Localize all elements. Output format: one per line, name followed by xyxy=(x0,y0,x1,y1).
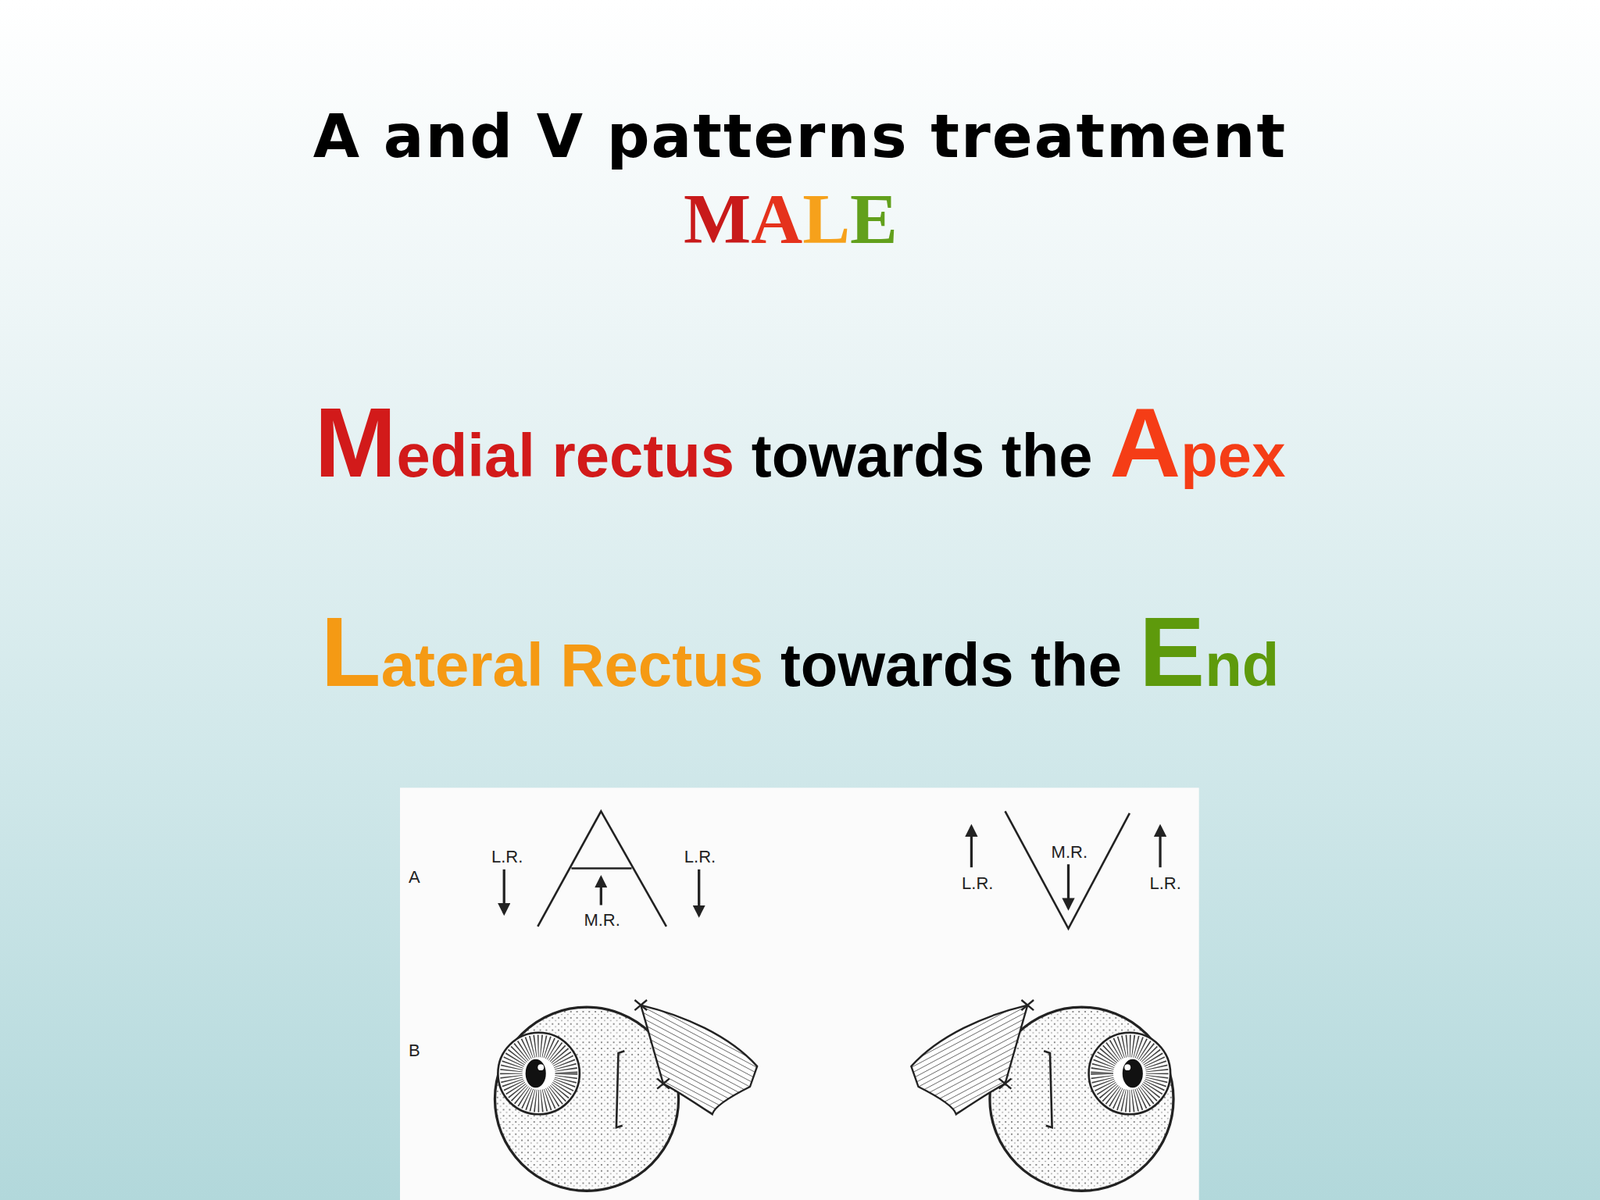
mnemonic-line: Medial rectustowards theApex xyxy=(314,385,1286,500)
mr-arrow xyxy=(600,877,603,905)
lr-arrow xyxy=(697,869,700,916)
slide-title: A and V patterns treatment xyxy=(313,101,1287,172)
eyeball-left xyxy=(494,1000,758,1191)
muscle-name: Medial rectus xyxy=(314,385,736,500)
v-pattern-shape xyxy=(1005,810,1130,929)
mnemonic-key: Apex xyxy=(1109,385,1286,500)
a-pattern-shape xyxy=(537,810,667,927)
muscle-name: Lateral Rectus xyxy=(321,595,765,709)
muscle-label: L.R. xyxy=(1149,874,1181,893)
mnemonic-line: Lateral Rectustowards theEnd xyxy=(321,595,1280,709)
mnemonic-text: towards the xyxy=(751,421,1093,491)
muscle-label: L.R. xyxy=(961,874,993,893)
muscle-label: L.R. xyxy=(491,847,523,867)
figure-panel xyxy=(400,787,1200,1200)
lr-arrow xyxy=(503,869,506,914)
muscle-label: L.R. xyxy=(684,847,716,867)
mnemonic-word: MALE xyxy=(683,180,898,259)
eyeball-right xyxy=(910,1000,1174,1191)
mnemonic-key: End xyxy=(1139,595,1279,709)
muscle-label: M.R. xyxy=(583,910,620,930)
panel-letter: A xyxy=(408,867,421,887)
muscle-label: M.R. xyxy=(1051,842,1088,862)
mr-arrow xyxy=(1067,864,1070,908)
lr-arrow xyxy=(1158,826,1161,868)
lr-arrow xyxy=(970,826,973,868)
panel-letter: B xyxy=(408,1041,421,1061)
mnemonic-text: towards the xyxy=(780,629,1122,701)
